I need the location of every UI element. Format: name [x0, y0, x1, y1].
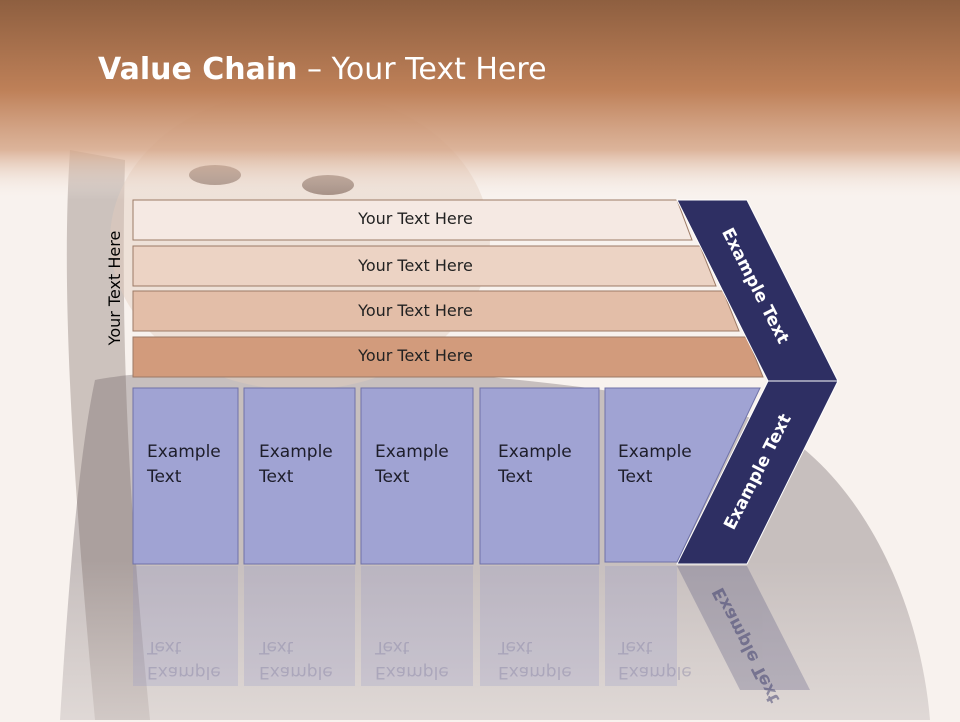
box-reflection-1: Example Text	[147, 637, 221, 682]
row-label-3: Your Text Here	[358, 301, 473, 320]
box-5	[604, 387, 761, 563]
row-bar-4	[132, 336, 764, 378]
box-label-4: Example Text	[498, 442, 572, 487]
box-reflection-2: Example Text	[259, 637, 333, 682]
chevron-bottom	[676, 380, 839, 565]
box-label-3: Example Text	[375, 442, 449, 487]
slide-title: Value Chain – Your Text Here	[98, 52, 547, 87]
box-reflection-3: Example Text	[375, 637, 449, 682]
box-reflection-5: Example Text	[618, 637, 692, 682]
box-1	[132, 387, 239, 565]
box-label-1: Example Text	[147, 442, 221, 487]
box-4	[479, 387, 600, 565]
row-label-1: Your Text Here	[358, 209, 473, 228]
row-bar-1	[132, 199, 693, 241]
row-label-2: Your Text Here	[358, 256, 473, 275]
reflection-group	[133, 566, 810, 690]
row-label-4: Your Text Here	[358, 346, 473, 365]
box-label-2: Example Text	[259, 442, 333, 487]
box-3	[360, 387, 474, 565]
title-bold: Value Chain	[98, 52, 298, 87]
row-bar-3	[132, 290, 740, 332]
title-rest: – Your Text Here	[297, 52, 547, 87]
row-bar-2	[132, 245, 717, 287]
box-reflection-4: Example Text	[498, 637, 572, 682]
box-2	[243, 387, 356, 565]
box-label-5: Example Text	[618, 442, 692, 487]
